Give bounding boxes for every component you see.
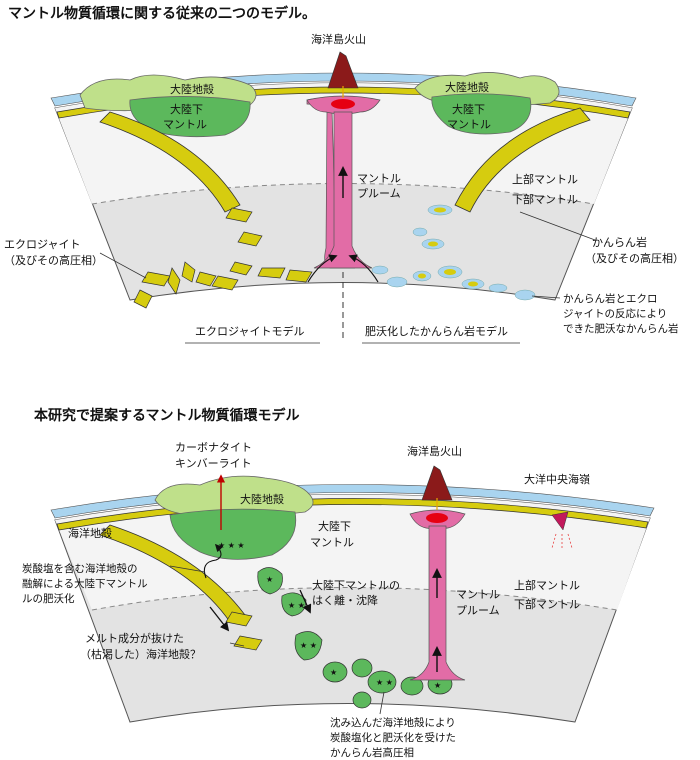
top-crust-left-label: 大陸地殻 — [170, 82, 214, 96]
bottom-carbonate-label-3: ルの肥沃化 — [22, 592, 75, 605]
top-reaction-leader — [531, 295, 561, 299]
top-reaction-label-3: できた肥沃なかんらん岩 — [563, 322, 679, 335]
top-upper-mantle-label: 上部マントル — [512, 172, 578, 186]
top-heading: マントル物質循環に関する従来の二つのモデル。 — [8, 6, 316, 22]
bottom-upper-mantle-label: 上部マントル — [514, 578, 580, 592]
top-continent-mantle-right — [431, 93, 532, 135]
bottom-discontinuity-line — [91, 587, 618, 611]
bottom-dried-leader — [229, 642, 245, 647]
bottom-delamination-label-2: はく離・沈降 — [312, 593, 378, 607]
svg-text:★ ★: ★ ★ — [288, 601, 305, 610]
top-peridotite-label-2: （及びその高圧相） — [585, 251, 684, 265]
top-reaction-label-1: かんらん岩とエクロ — [563, 292, 658, 305]
top-volcano — [327, 51, 359, 89]
bottom-kimberlite-label-1: カーボナタイト — [175, 441, 252, 454]
bottom-panel: ★ ★ ★ ★ ★ ★ ★ ★ ★ ★ ★ ★ — [22, 441, 655, 759]
top-peridotite-cores — [418, 207, 478, 287]
bottom-carbonate-leader — [169, 565, 206, 573]
bottom-mantle-label-1: 大陸下 — [318, 519, 351, 533]
bottom-volcano-label: 海洋島火山 — [407, 444, 462, 458]
svg-text:★: ★ — [434, 681, 441, 690]
bottom-continent-mantle — [169, 508, 297, 560]
bottom-carbonate-label-2: 融解による大陸下マントル — [22, 577, 148, 590]
top-volcano-label: 海洋島火山 — [311, 32, 366, 46]
top-eclogite-label-2: （及びその高圧相） — [4, 253, 103, 267]
bottom-crust-label: 大陸地殻 — [240, 492, 284, 506]
bottom-plume-label-1: マントル — [456, 588, 500, 601]
svg-text:★ ★: ★ ★ — [376, 678, 393, 687]
bottom-plume-label-2: プルーム — [456, 604, 500, 617]
top-lower-mantle-label: 下部マントル — [512, 192, 578, 206]
bottom-mantle-label-2: マントル — [310, 536, 354, 549]
bottom-ridge-melt — [551, 533, 573, 550]
top-peridotite-label-1: かんらん岩 — [592, 235, 647, 249]
top-slab-right — [454, 107, 591, 213]
bottom-kimberlite-label-2: キンバーライト — [175, 457, 252, 470]
top-crust-right-label: 大陸地殻 — [445, 80, 489, 94]
bottom-dried-label-2: （枯渇した）海洋地殻？ — [80, 647, 201, 661]
bottom-delamination-label-1: 大陸下マントルの — [312, 578, 400, 592]
top-mantle-left-label-1: 大陸下 — [170, 102, 203, 116]
bottom-plume-stem — [409, 525, 466, 681]
bottom-ridge-label: 大洋中央海嶺 — [524, 472, 590, 486]
top-plume-label-2: プルーム — [357, 187, 401, 200]
bottom-sunk-label-2: 炭酸塩化と肥沃化を受けた — [330, 731, 456, 744]
top-mantle-left-label-2: マントル — [163, 118, 207, 131]
top-eclogite-leader — [99, 252, 147, 279]
bottom-sunk-leader — [379, 691, 385, 715]
bottom-ridge — [551, 511, 569, 531]
svg-text:★: ★ — [266, 575, 273, 584]
bottom-dried-label-1: メルト成分が抜けた — [85, 631, 184, 645]
svg-text:★: ★ — [330, 668, 337, 677]
top-plume-label-1: マントル — [357, 172, 401, 185]
bottom-slab-fragments — [225, 611, 263, 651]
top-magma-chamber — [331, 99, 355, 109]
top-mantle-right-label-1: 大陸下 — [452, 102, 485, 116]
top-panel: 海洋島火山 大陸地殻 大陸下 マントル 大陸地殻 大陸下 マントル マントル プ… — [4, 32, 684, 344]
top-reaction-label-2: ジャイトの反応により — [563, 307, 667, 320]
bottom-heading: 本研究で提案するマントル物質循環モデル — [34, 408, 300, 424]
top-eclogite-label-1: エクロジャイト — [4, 238, 80, 251]
top-plume-arrow-right — [348, 254, 379, 283]
top-model-right-label: 肥沃化したかんらん岩モデル — [365, 324, 508, 338]
bottom-blob-stars: ★ ★ ★ ★ ★ ★ ★ ★ ★ ★ ★ ★ — [218, 541, 441, 690]
bottom-volcano — [421, 465, 453, 501]
bottom-sunk-label-1: 沈み込んだ海洋地殻により — [330, 716, 456, 729]
bottom-lower-mantle-label: 下部マントル — [514, 597, 580, 611]
bottom-carbonate-arrow — [203, 543, 223, 579]
bottom-oceanic-crust-label: 海洋地殻 — [68, 526, 112, 540]
top-peridotite-leader — [519, 211, 596, 241]
bottom-sunk-label-3: かんらん岩高圧相 — [330, 746, 414, 759]
bottom-delamination-arrow — [299, 589, 312, 614]
top-mantle-right-label-2: マントル — [447, 118, 491, 131]
top-plume-arrow-left — [307, 254, 338, 283]
bottom-carbonate-label-1: 炭酸塩を含む海洋地殻の — [22, 562, 138, 575]
bottom-magma-chamber — [426, 513, 448, 523]
bottom-slab-arrow — [209, 606, 230, 632]
top-model-left-label: エクロジャイトモデル — [195, 324, 304, 338]
top-slab-left — [99, 111, 241, 213]
svg-text:★ ★: ★ ★ — [300, 641, 317, 650]
svg-text:★ ★ ★: ★ ★ ★ — [218, 541, 245, 550]
top-eclogite-fragments — [133, 207, 313, 309]
